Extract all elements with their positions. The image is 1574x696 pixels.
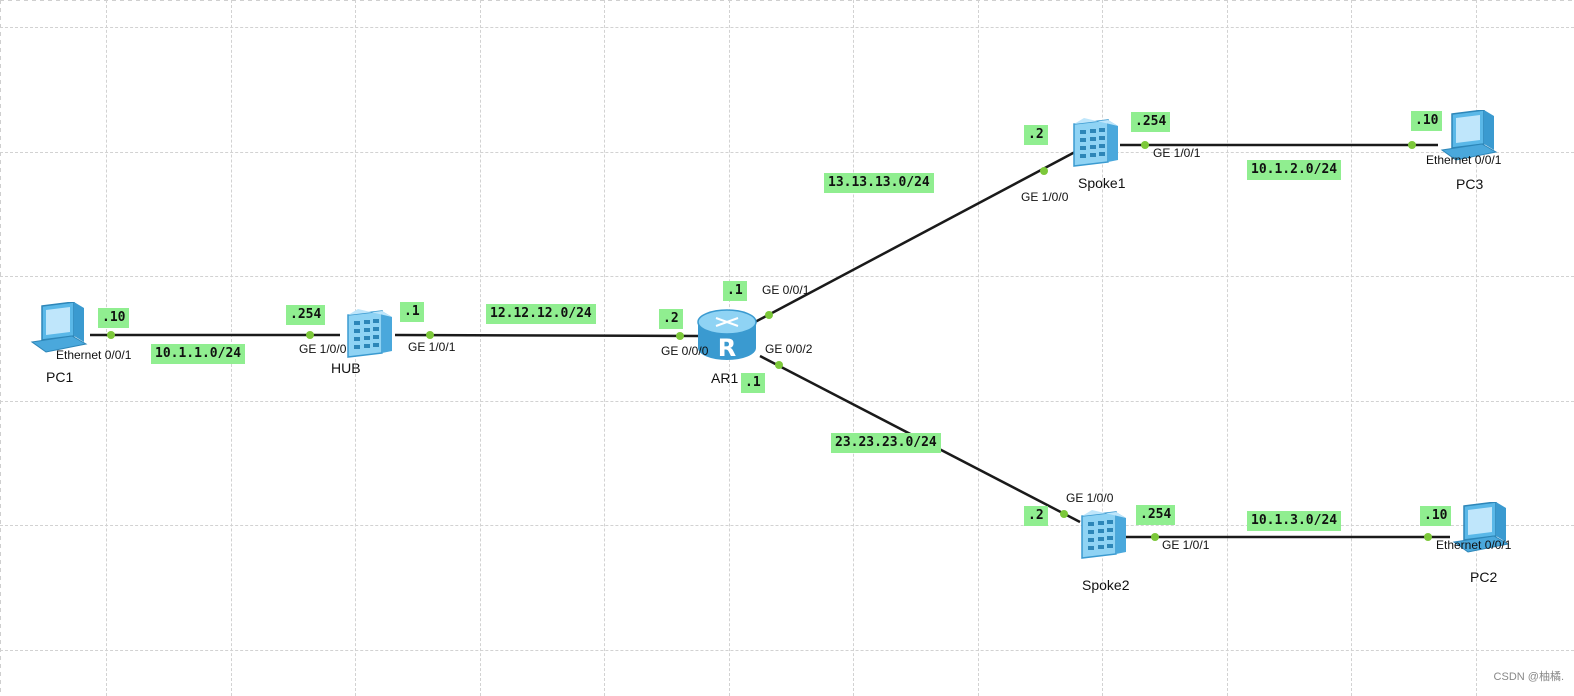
subnet-label-ar1-spoke1: 13.13.13.0/24 [824, 173, 934, 193]
device-name-spoke1: Spoke1 [1078, 175, 1126, 191]
port-dot-pc3 [1408, 141, 1416, 149]
address-label-ar1-to-spoke1: .1 [723, 281, 747, 301]
port-dot-hub-ge101 [426, 331, 434, 339]
link-ar1-spoke1 [754, 150, 1076, 324]
port-dot-pc2 [1424, 533, 1432, 541]
watermark: CSDN @柚橘. [1493, 671, 1564, 683]
port-label-spoke2-ge100: GE 1/0/0 [1066, 491, 1114, 505]
address-label-hub-lan: .254 [286, 305, 326, 325]
port-dot-spoke1-ge100 [1040, 167, 1048, 175]
address-label-hub-wan: .1 [400, 302, 424, 322]
subnet-label-spoke2-pc2: 10.1.3.0/24 [1247, 511, 1342, 531]
device-name-spoke2: Spoke2 [1082, 577, 1130, 593]
pc-icon[interactable] [1450, 502, 1512, 560]
port-label-pc1-eth: Ethernet 0/0/1 [56, 348, 132, 362]
port-dot-ar1-ge002 [775, 361, 783, 369]
address-label-ar1-to-spoke2: .1 [741, 373, 765, 393]
router-icon[interactable]: R [696, 306, 758, 366]
address-label-pc1: .10 [98, 308, 130, 328]
pc-icon[interactable] [1438, 110, 1500, 168]
port-label-ar1-ge002: GE 0/0/2 [765, 342, 813, 356]
port-dot-spoke2-ge100 [1060, 510, 1068, 518]
port-label-spoke1-ge101: GE 1/0/1 [1153, 146, 1201, 160]
address-label-spoke2-lan: .254 [1136, 505, 1176, 525]
port-dot-ar1-ge000 [676, 332, 684, 340]
address-label-ar1-to-hub: .2 [659, 309, 683, 329]
port-label-spoke1-ge100: GE 1/0/0 [1021, 190, 1069, 204]
address-label-pc2: .10 [1420, 506, 1452, 526]
port-dot-pc1 [107, 331, 115, 339]
address-label-spoke1-lan: .254 [1131, 112, 1171, 132]
address-label-pc3: .10 [1411, 111, 1443, 131]
address-label-spoke1-wan: .2 [1024, 125, 1048, 145]
device-name-pc3: PC3 [1456, 176, 1484, 192]
subnet-label-spoke1-pc3: 10.1.2.0/24 [1247, 160, 1342, 180]
firewall-icon[interactable] [1066, 116, 1122, 168]
device-name-pc2: PC2 [1470, 569, 1498, 585]
pc-icon[interactable] [28, 302, 90, 360]
port-label-ar1-ge001: GE 0/0/1 [762, 283, 810, 297]
subnet-label-hub-ar1: 12.12.12.0/24 [486, 304, 596, 324]
subnet-label-pc1-hub: 10.1.1.0/24 [151, 344, 246, 364]
firewall-icon[interactable] [1074, 508, 1130, 560]
port-label-ar1-ge000: GE 0/0/0 [661, 344, 709, 358]
port-dot-spoke2-ge101 [1151, 533, 1159, 541]
device-name-ar1: AR1 [711, 370, 739, 386]
link-hub-ar1 [394, 333, 701, 338]
firewall-icon[interactable] [340, 307, 396, 359]
port-label-pc2-eth: Ethernet 0/0/1 [1436, 538, 1512, 552]
port-label-hub-ge100: GE 1/0/0 [299, 342, 347, 356]
address-label-spoke2-wan: .2 [1024, 506, 1048, 526]
device-name-pc1: PC1 [46, 369, 74, 385]
port-dot-ar1-ge001 [765, 311, 773, 319]
port-label-hub-ge101: GE 1/0/1 [408, 340, 456, 354]
device-name-hub: HUB [331, 360, 361, 376]
port-dot-hub-ge100 [306, 331, 314, 339]
port-dot-spoke1-ge101 [1141, 141, 1149, 149]
port-label-pc3-eth: Ethernet 0/0/1 [1426, 153, 1502, 167]
port-label-spoke2-ge101: GE 1/0/1 [1162, 538, 1210, 552]
svg-text:R: R [718, 334, 736, 362]
subnet-label-ar1-spoke2: 23.23.23.0/24 [831, 433, 941, 453]
